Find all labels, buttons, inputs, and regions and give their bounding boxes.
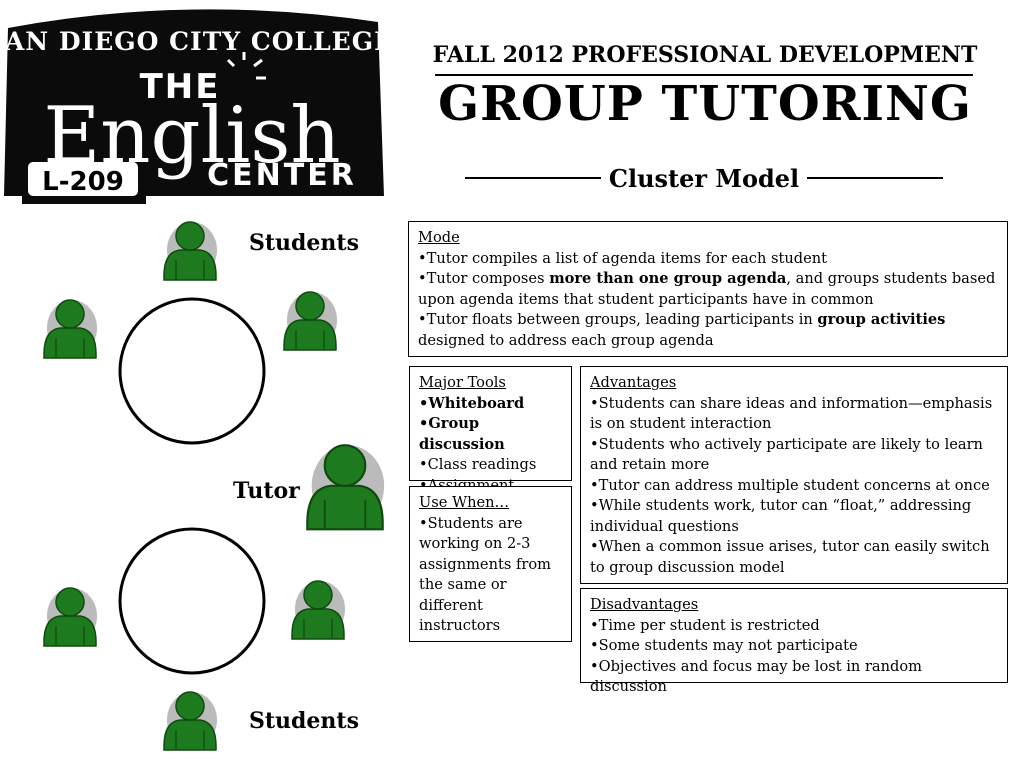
student-person-icon bbox=[163, 691, 218, 751]
model-heading-text: Cluster Model bbox=[608, 163, 800, 193]
mode-item: •Tutor composes more than one group agen… bbox=[418, 270, 996, 308]
use-when-item: •Students are working on 2-3 assignments… bbox=[419, 514, 551, 635]
tool-item: •Whiteboard bbox=[419, 394, 525, 412]
disadvantages-box: Disadvantages •Time per student is restr… bbox=[580, 588, 1008, 695]
logo-college-text: SAN DIEGO CITY COLLEGE bbox=[0, 27, 384, 56]
students-top-label: Students bbox=[249, 230, 359, 256]
disadvantage-item: •Objectives and focus may be lost in ran… bbox=[590, 657, 922, 696]
advantages-heading: Advantages bbox=[590, 374, 677, 391]
use-when-box: Use When… •Students are working on 2-3 a… bbox=[409, 486, 572, 642]
page-subtitle: FALL 2012 PROFESSIONAL DEVELOPMENT bbox=[432, 42, 978, 68]
page-title: GROUP TUTORING bbox=[438, 76, 972, 132]
model-heading: Cluster Model bbox=[465, 162, 943, 194]
student-person-icon bbox=[283, 291, 338, 351]
disadvantage-item: •Some students may not participate bbox=[590, 637, 858, 654]
disadvantage-item: •Time per student is restricted bbox=[590, 616, 820, 634]
logo-room-text: L-209 bbox=[42, 167, 124, 197]
tool-item: •Class readings bbox=[419, 456, 537, 473]
student-person-icon bbox=[291, 580, 346, 640]
advantage-item: •While students work, tutor can “float,”… bbox=[590, 497, 972, 535]
disadvantages-heading: Disadvantages bbox=[590, 596, 699, 613]
model-heading-left-rule bbox=[465, 177, 601, 179]
mode-item: •Tutor compiles a list of agenda items f… bbox=[418, 249, 827, 267]
tutor-label: Tutor bbox=[233, 478, 300, 504]
advantage-item: •Students who actively participate are l… bbox=[590, 435, 983, 474]
advantage-item: •Students can share ideas and informatio… bbox=[590, 394, 993, 433]
mode-item: •Tutor floats between groups, leading pa… bbox=[418, 311, 946, 349]
student-person-icon bbox=[163, 221, 218, 281]
major-tools-heading: Major Tools bbox=[419, 374, 506, 391]
major-tools-box: Major Tools •Whiteboard •Group discussio… bbox=[409, 366, 572, 514]
group-circle-bottom bbox=[118, 527, 266, 675]
logo-sparkle-icon bbox=[226, 52, 266, 80]
cluster-diagram bbox=[43, 221, 386, 751]
student-person-icon bbox=[43, 587, 98, 647]
tutor-person-icon bbox=[306, 444, 386, 531]
advantage-item: •Tutor can address multiple student conc… bbox=[590, 476, 990, 494]
model-heading-right-rule bbox=[807, 177, 943, 179]
students-bottom-label: Students bbox=[249, 708, 359, 734]
advantage-item: •When a common issue arises, tutor can e… bbox=[590, 538, 990, 576]
group-circle-top bbox=[118, 297, 266, 445]
logo-center-text: CENTER bbox=[207, 158, 357, 193]
title-rule bbox=[435, 74, 973, 76]
english-center-logo: SAN DIEGO CITY COLLEGE THE English CENTE… bbox=[0, 9, 384, 204]
logo-the-text: THE bbox=[140, 67, 221, 107]
mode-heading: Mode bbox=[418, 229, 460, 246]
advantages-box: Advantages •Students can share ideas and… bbox=[580, 366, 1008, 584]
mode-box: Mode •Tutor compiles a list of agenda it… bbox=[408, 221, 1008, 357]
use-when-heading: Use When… bbox=[419, 494, 510, 511]
student-person-icon bbox=[43, 299, 98, 359]
tool-item: •Group discussion bbox=[419, 415, 505, 453]
